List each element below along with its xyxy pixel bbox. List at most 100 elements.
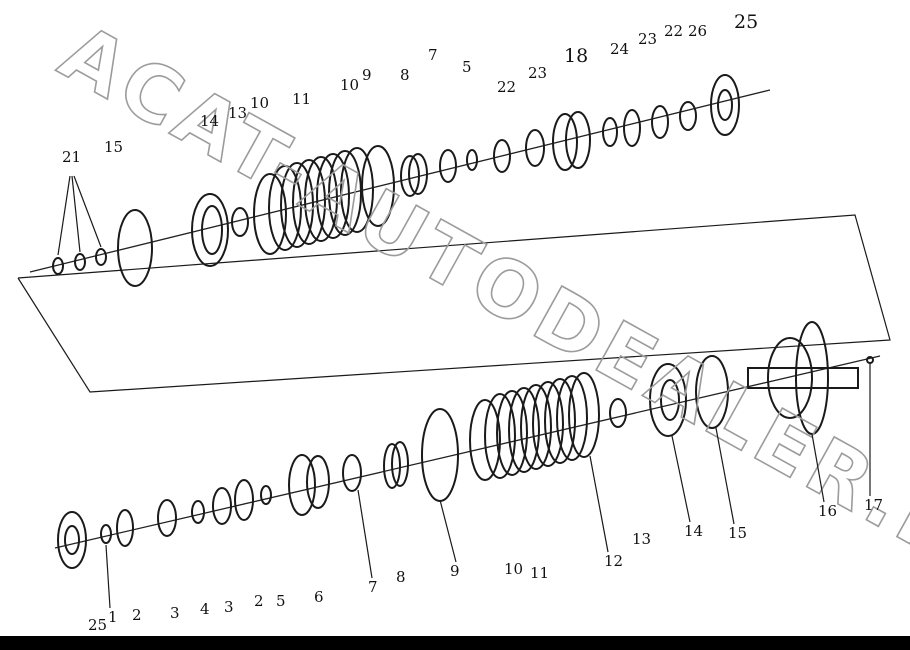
part-23-upper-b <box>623 109 641 147</box>
label-upper-7: 7 <box>428 46 438 64</box>
label-upper-21: 21 <box>62 148 81 166</box>
label-upper-10a: 10 <box>250 94 269 112</box>
part-18-gear <box>552 113 578 171</box>
part-3a <box>157 499 177 537</box>
label-upper-24: 24 <box>610 40 629 58</box>
label-upper-25: 25 <box>734 11 758 33</box>
part-25-lower <box>57 511 87 569</box>
leader-lower-12 <box>589 455 609 553</box>
label-lower-12: 12 <box>604 552 623 570</box>
label-lower-2a: 2 <box>132 606 142 624</box>
upper-shaft-axis <box>29 89 771 273</box>
leader-lower-16 <box>811 433 825 503</box>
assembly-frame <box>17 214 891 393</box>
part-10-upper <box>253 173 287 255</box>
label-lower-3b: 3 <box>224 598 234 616</box>
label-lower-25: 25 <box>88 616 107 634</box>
part-21b <box>74 253 86 271</box>
leader-lower-15 <box>715 427 735 525</box>
part-13-lower <box>609 398 627 428</box>
leader-lower-1 <box>105 544 111 609</box>
label-upper-23a: 23 <box>528 64 547 82</box>
lower-assembly <box>57 321 874 569</box>
part-2a <box>116 509 134 547</box>
part-16-drum <box>767 337 813 419</box>
label-upper-22b: 22 <box>664 22 683 40</box>
part-7-upper <box>439 149 457 183</box>
part-22-upper-b <box>651 105 669 139</box>
part-18-gear-face <box>565 111 591 169</box>
part-4 <box>191 500 205 524</box>
part-1 <box>100 524 112 544</box>
label-lower-13: 13 <box>632 530 651 548</box>
label-upper-5: 5 <box>462 58 472 76</box>
label-lower-4: 4 <box>200 600 210 618</box>
part-22-upper-a <box>493 139 511 173</box>
label-upper-23b: 23 <box>638 30 657 48</box>
part-8-lower-a <box>383 443 401 489</box>
upper-assembly <box>52 74 740 287</box>
part-26 <box>679 101 697 131</box>
part-15-upper <box>117 209 153 287</box>
leader-lower-9 <box>439 499 457 563</box>
label-lower-11: 11 <box>530 564 549 582</box>
lower-labels: 25 1 2 3 4 3 2 5 6 7 8 9 10 11 12 13 14 … <box>88 496 883 634</box>
part-5-upper <box>466 149 478 171</box>
label-lower-10: 10 <box>504 560 523 578</box>
label-upper-10b: 10 <box>340 76 359 94</box>
part-6-gear <box>288 454 316 516</box>
label-lower-16: 16 <box>818 502 837 520</box>
part-14-upper <box>191 193 229 267</box>
part-21c <box>95 248 107 266</box>
part-8-upper-b <box>408 153 428 195</box>
part-17 <box>866 356 874 364</box>
label-upper-18: 18 <box>564 45 588 67</box>
label-upper-13: 13 <box>228 104 247 122</box>
label-upper-14: 14 <box>200 112 219 130</box>
label-lower-7: 7 <box>368 578 378 596</box>
label-upper-11: 11 <box>292 90 311 108</box>
label-lower-5: 5 <box>276 592 286 610</box>
label-lower-2b: 2 <box>254 592 264 610</box>
part-16-shaft <box>747 367 859 389</box>
label-upper-22a: 22 <box>497 78 516 96</box>
leader-21c <box>73 175 102 248</box>
leader-21a <box>57 175 71 256</box>
label-upper-26: 26 <box>688 22 707 40</box>
part-8-upper-a <box>400 155 420 197</box>
part-25-upper-inner <box>717 89 733 121</box>
part-8-lower-b <box>391 441 409 487</box>
part-3b <box>212 487 232 525</box>
label-lower-8: 8 <box>396 568 406 586</box>
part-14-upper-inner <box>201 205 223 255</box>
upper-labels: 21 15 14 13 10 11 10 9 8 7 5 22 23 18 24… <box>62 11 758 166</box>
label-lower-17: 17 <box>864 496 883 514</box>
label-lower-6: 6 <box>314 588 324 606</box>
label-lower-15: 15 <box>728 524 747 542</box>
part-11-lower-disc-pack <box>484 372 600 479</box>
label-upper-9: 9 <box>362 66 372 84</box>
part-13-upper <box>231 207 249 237</box>
part-9-upper <box>361 145 395 227</box>
label-lower-9: 9 <box>450 562 460 580</box>
part-7-lower <box>342 454 362 492</box>
part-5-lower <box>260 485 272 505</box>
label-upper-15: 15 <box>104 138 123 156</box>
part-2b <box>234 479 254 521</box>
leader-lower-14 <box>671 435 691 523</box>
part-10-lower <box>469 399 501 481</box>
label-lower-1: 1 <box>108 608 118 626</box>
part-15-lower <box>695 355 729 429</box>
part-11-upper-disc-pack <box>268 147 374 251</box>
label-upper-8: 8 <box>400 66 410 84</box>
part-14-lower <box>649 363 687 437</box>
leader-21b <box>71 175 81 253</box>
part-21a <box>52 257 64 275</box>
part-25-upper <box>710 74 740 136</box>
part-25-lower-inner <box>64 525 80 555</box>
label-lower-14: 14 <box>684 522 703 540</box>
bottom-border-bar <box>0 636 910 650</box>
leader-lower-7 <box>357 489 373 579</box>
part-14-lower-inner <box>660 379 680 421</box>
